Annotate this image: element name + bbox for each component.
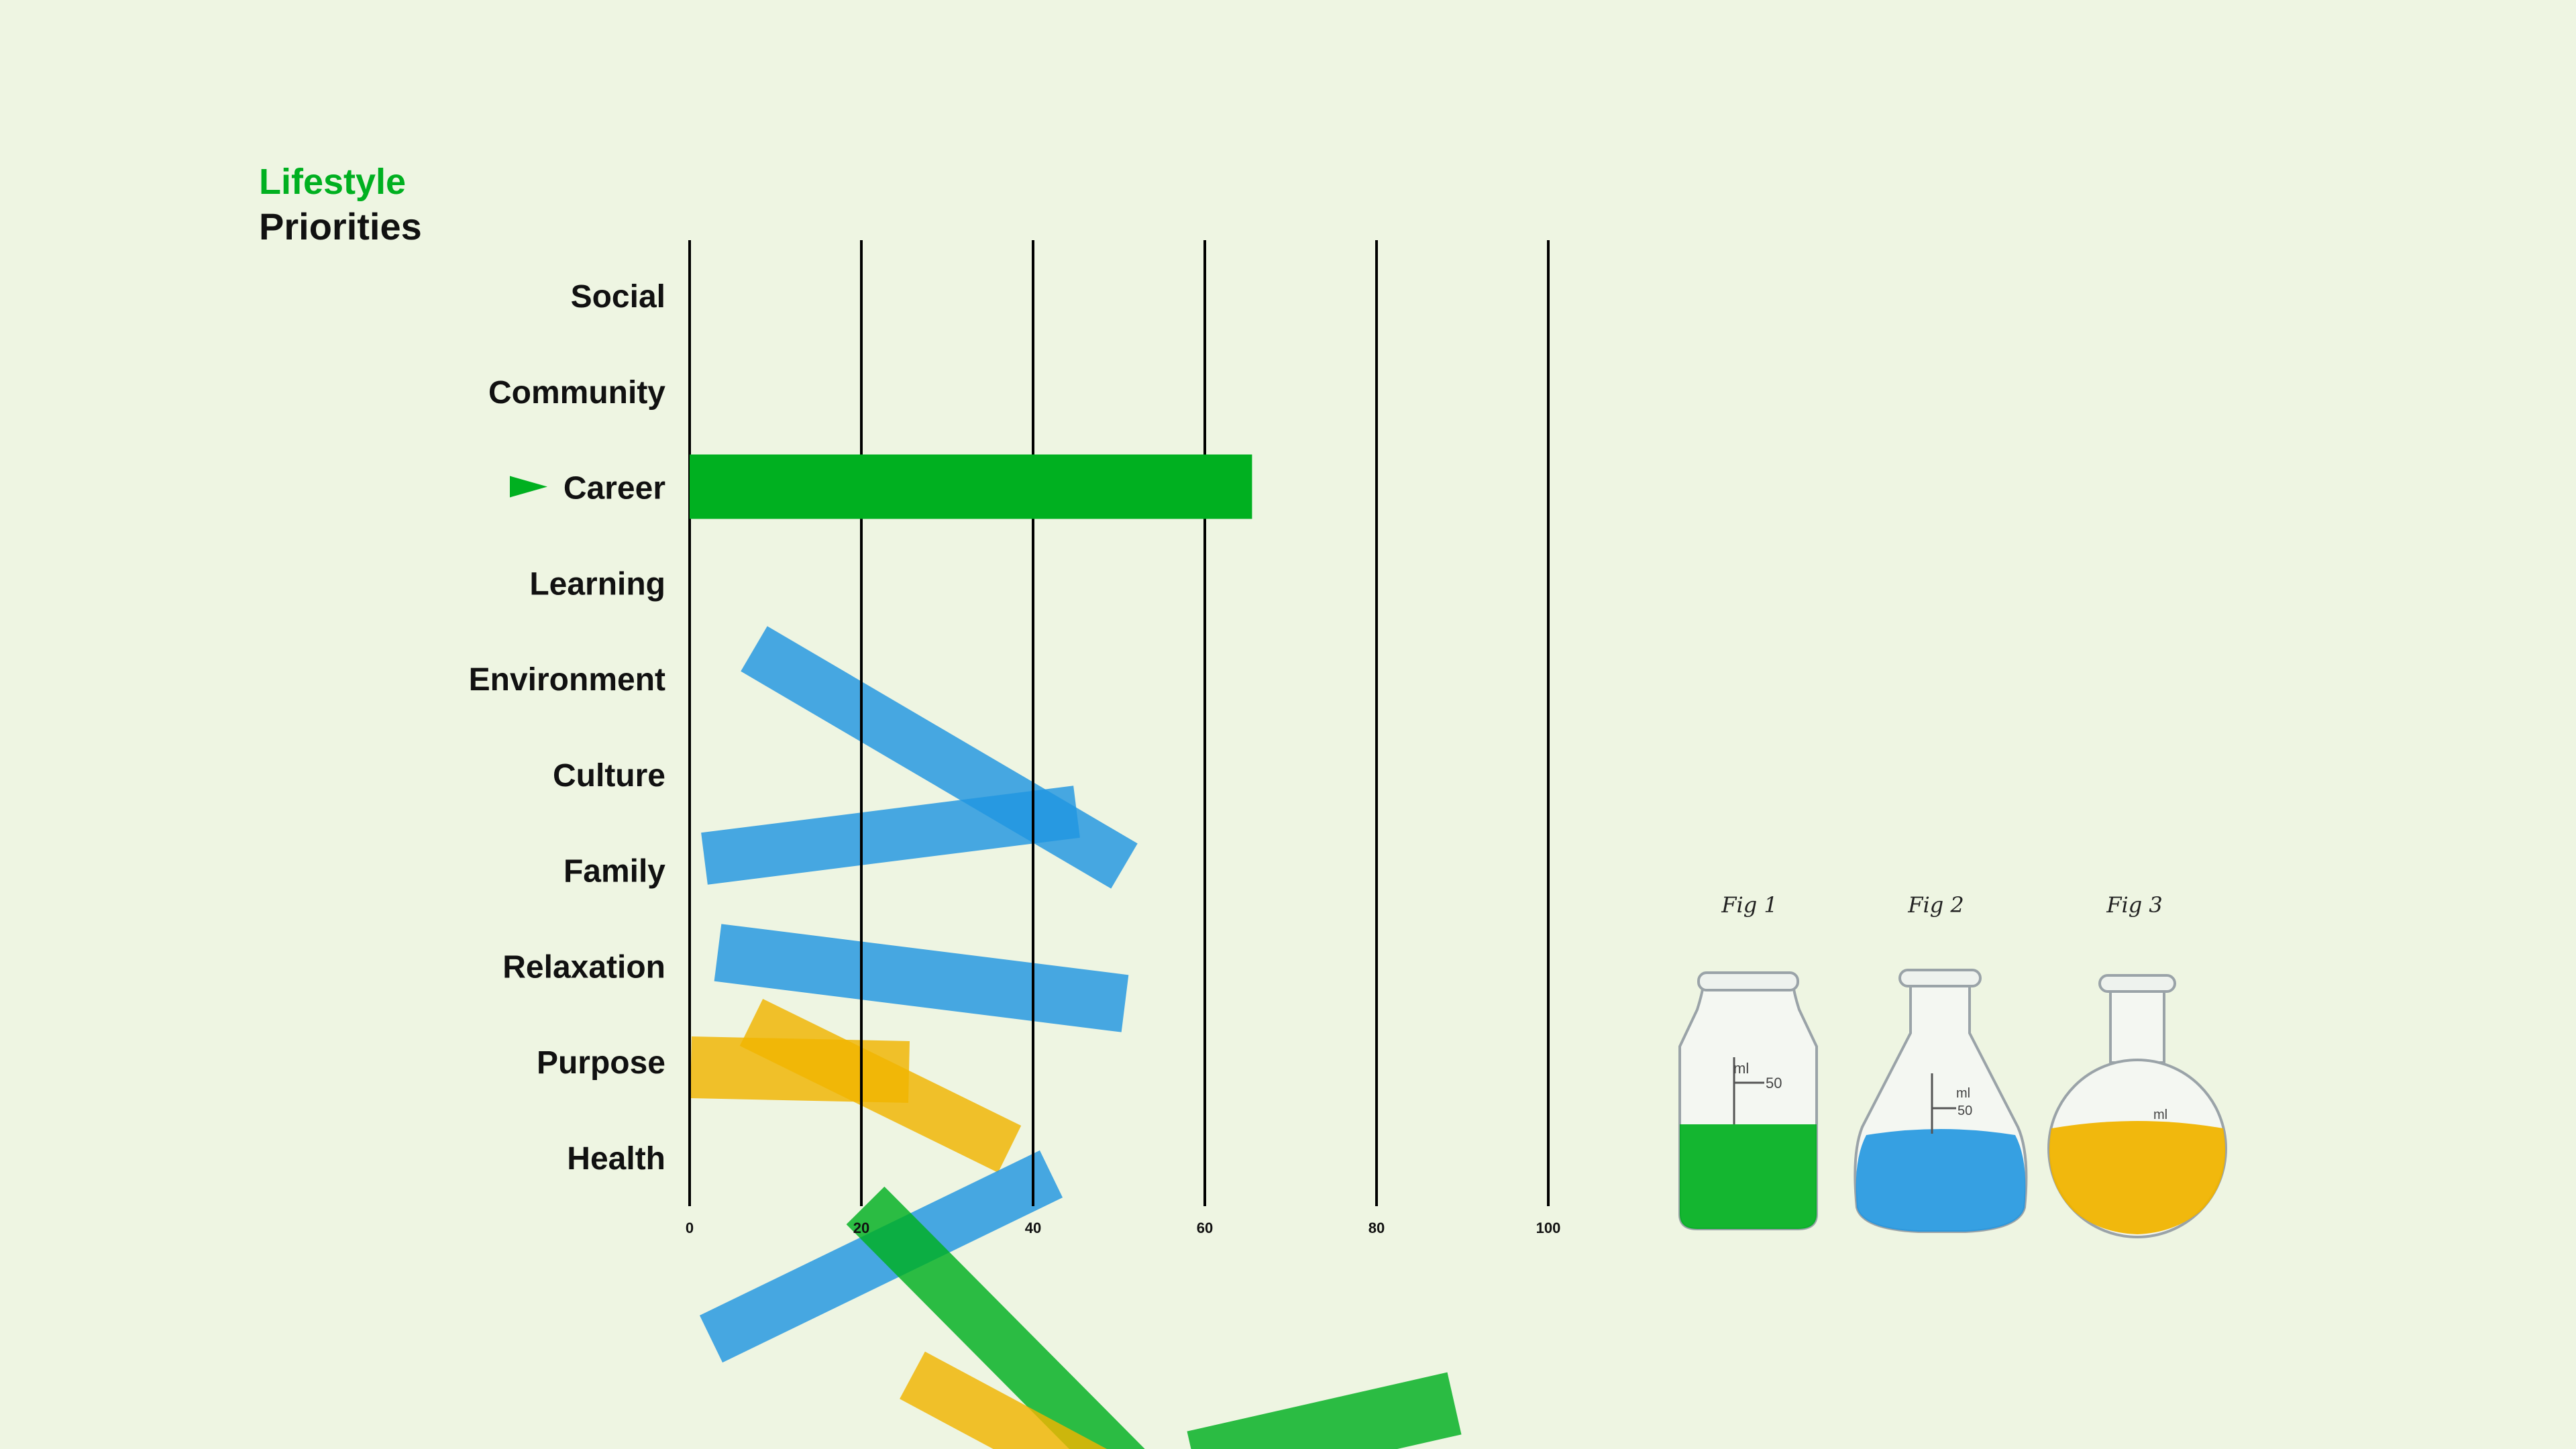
- category-label-environment: Environment: [469, 662, 665, 698]
- bar-career: [690, 454, 1252, 519]
- x-tick-60: 60: [1197, 1220, 1213, 1236]
- category-label-purpose: Purpose: [537, 1045, 665, 1081]
- category-labels: SocialCommunityCareerLearningEnvironment…: [469, 279, 666, 1177]
- category-label-learning: Learning: [529, 566, 665, 602]
- chart-title-priorities: Priorities: [259, 205, 422, 248]
- chart-title-lifestyle: Lifestyle: [259, 162, 407, 202]
- flask-1: ml 50: [1678, 971, 1818, 1230]
- decorative-strips: [690, 626, 1462, 1449]
- svg-text:50: 50: [1766, 1075, 1782, 1091]
- category-label-community: Community: [488, 375, 665, 411]
- category-label-culture: Culture: [553, 758, 665, 794]
- decorative-strip-9: [1187, 1372, 1462, 1449]
- category-label-health: Health: [567, 1141, 665, 1177]
- chart-bars: [690, 454, 1252, 519]
- fig-1-label: Fig 1: [1721, 892, 1778, 918]
- category-label-relaxation: Relaxation: [502, 949, 665, 985]
- category-label-social: Social: [571, 279, 665, 315]
- flask-illustrations: ml 50 ml 50 ml: [1678, 969, 2227, 1238]
- x-tick-40: 40: [1025, 1220, 1041, 1236]
- svg-text:ml: ml: [1733, 1060, 1749, 1077]
- highlight-marker: [510, 476, 547, 498]
- decorative-strip-7: [846, 1186, 1145, 1449]
- chart-gridlines: [688, 240, 1550, 1206]
- svg-text:ml: ml: [2153, 1108, 2167, 1122]
- x-tick-0: 0: [686, 1220, 694, 1236]
- category-label-career: Career: [564, 471, 665, 506]
- flask-3: ml: [2047, 974, 2227, 1238]
- fig-2-label: Fig 2: [1908, 892, 1964, 918]
- highlight-arrow-icon: [510, 476, 547, 498]
- fig-3-label: Fig 3: [2106, 892, 2163, 918]
- flask-2: ml 50: [1854, 969, 2028, 1233]
- x-axis-ticks: 0 20 40 60 80 100: [686, 1220, 1560, 1236]
- decorative-strip-8: [900, 1351, 1108, 1449]
- x-tick-100: 100: [1536, 1220, 1561, 1236]
- x-tick-80: 80: [1368, 1220, 1385, 1236]
- x-tick-20: 20: [853, 1220, 869, 1236]
- svg-text:ml: ml: [1956, 1086, 1970, 1101]
- decorative-strip-3: [714, 924, 1129, 1032]
- decorative-strip-5: [739, 998, 1022, 1173]
- svg-text:50: 50: [1957, 1104, 1972, 1118]
- decorative-strip-2: [701, 786, 1080, 885]
- category-label-family: Family: [564, 854, 665, 890]
